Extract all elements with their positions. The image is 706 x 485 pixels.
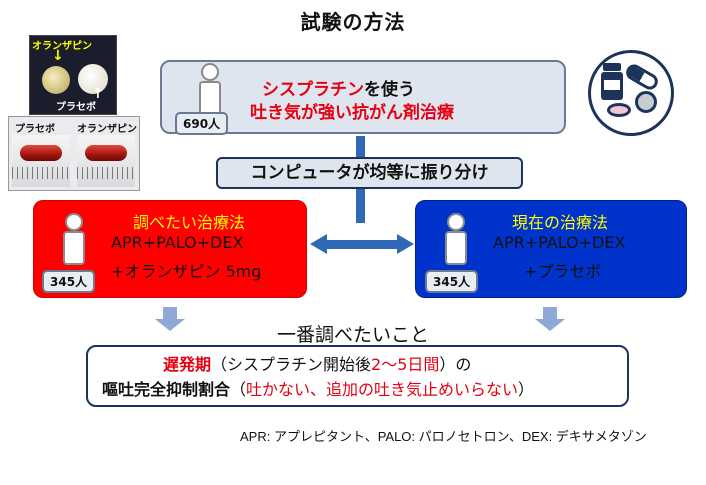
placebo-capsule xyxy=(20,145,62,161)
definition-text: 吐かない、追加の吐き気止めいらない xyxy=(246,380,519,399)
complete-response-text: 嘔吐完全抑制割合 xyxy=(102,380,231,399)
arrow-right-icon xyxy=(397,234,414,254)
experimental-arm-regimen: APR+PALO+DEX xyxy=(111,233,244,252)
control-arm-regimen: APR+PALO+DEX xyxy=(493,233,626,252)
capsule-label-placebo: プラセボ xyxy=(15,124,55,135)
pink-pill-shape xyxy=(607,103,631,117)
primary-endpoint-box xyxy=(86,345,629,407)
experimental-arm-addition: +オランザピン 5mg xyxy=(111,258,385,356)
photo-label-olanzapine: オランザピン xyxy=(32,41,92,52)
eligibility-line2: 吐き気が強い抗がん剤治療 xyxy=(250,103,454,123)
control-count-badge: 345人 xyxy=(425,270,479,293)
plus-sign: + xyxy=(111,262,125,281)
page-title: 試験の方法 xyxy=(300,10,406,34)
capsule-label-olanzapine: オランザピン xyxy=(77,124,137,135)
eligibility-line1: シスプラチンを使う xyxy=(262,75,415,100)
ruler-right xyxy=(77,167,135,179)
experimental-count-badge: 345人 xyxy=(42,270,96,293)
arrow-up-icon: ↑ xyxy=(92,86,104,102)
primary-endpoint-line2: 嘔吐完全抑制割合（吐かない、追加の吐き気止めいらない） xyxy=(102,376,534,400)
experimental-arm-title: 調べたい治療法 xyxy=(133,213,246,232)
capsule-photo: プラセボ オランザピン xyxy=(8,116,140,191)
photo-label-placebo: プラセボ xyxy=(56,102,96,113)
ruler-left xyxy=(12,167,70,179)
control-arm-addition: +プラセボ xyxy=(524,258,706,356)
tablet-shape xyxy=(635,91,657,113)
person-icon xyxy=(197,63,223,115)
person-icon xyxy=(61,213,87,265)
line2-close-paren: ） xyxy=(518,380,535,399)
person-icon xyxy=(443,213,469,265)
olanzapine-capsule xyxy=(85,145,127,161)
plus-sign: + xyxy=(524,262,538,281)
randomization-box: コンピュータが均等に振り分け xyxy=(216,157,523,189)
placebo-tablet xyxy=(78,64,108,94)
pill-photo: オランザピン ↓ ↑ プラセボ xyxy=(29,35,117,115)
bottle-label-shape xyxy=(604,80,620,90)
cisplatin-text: シスプラチン xyxy=(262,80,364,100)
control-arm-title: 現在の治療法 xyxy=(512,213,609,232)
primary-endpoint-line1: 遅発期（シスプラチン開始後2～5日間）の xyxy=(163,351,471,375)
primary-endpoint-label: 一番調べたいこと xyxy=(276,324,429,346)
connector-stem-bottom xyxy=(356,189,365,223)
capsule-panel-left xyxy=(12,135,70,187)
olanzapine-tablet xyxy=(42,66,70,94)
delayed-phase-text: 遅発期 xyxy=(163,355,212,374)
bottle-cap-shape xyxy=(603,63,621,71)
medicine-icon xyxy=(588,50,674,136)
line1-text-a: （シスプラチン開始後 xyxy=(211,355,372,374)
line1-text-b: ）の xyxy=(439,355,472,374)
placebo-text: プラセボ xyxy=(537,262,602,281)
enrollment-count-badge: 690人 xyxy=(175,112,229,135)
abbreviation-footnote: APR: アプレピタント、PALO: パロノセトロン、DEX: デキサメタゾン xyxy=(240,429,647,444)
arrow-down-icon: ↓ xyxy=(52,48,64,64)
eligibility-line1-suffix: を使う xyxy=(364,80,415,100)
connector-bar xyxy=(326,240,398,249)
capsule-shape xyxy=(623,61,661,93)
arrow-down-icon xyxy=(155,307,185,331)
arrow-down-icon xyxy=(535,307,565,331)
connector-stem-top xyxy=(356,136,365,157)
arrow-left-icon xyxy=(310,234,327,254)
line2-open-paren: （ xyxy=(230,380,247,399)
day-range-text: 2～5日間 xyxy=(371,355,440,374)
olanzapine-dose: オランザピン 5mg xyxy=(124,262,262,281)
capsule-panel-right xyxy=(77,135,135,187)
